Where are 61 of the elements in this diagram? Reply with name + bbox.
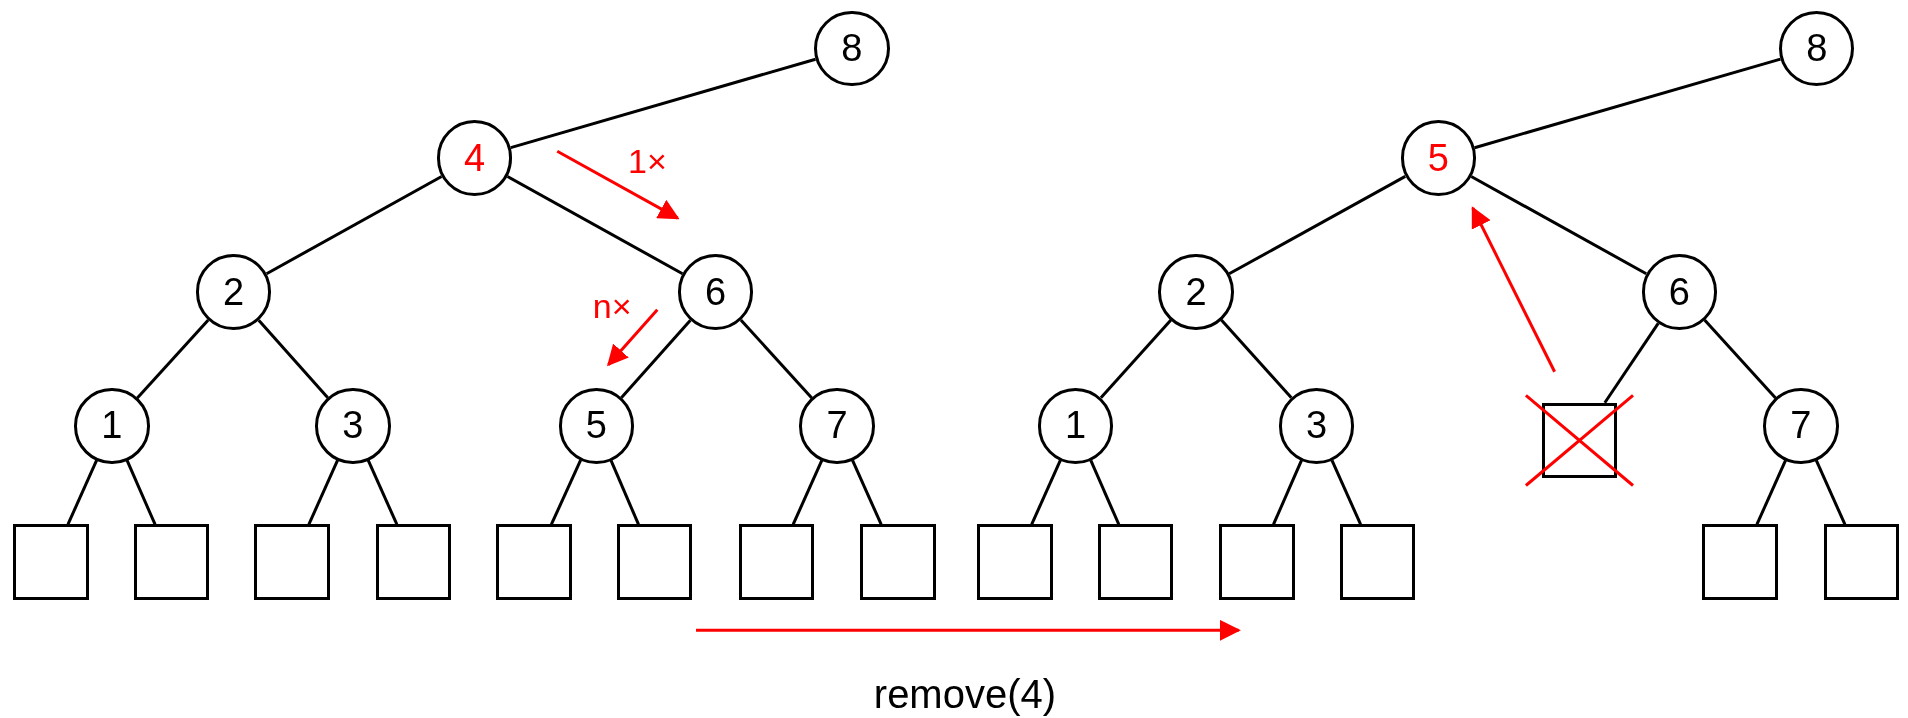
tree-node-circle: 4: [436, 120, 513, 196]
tree-edge: [1814, 459, 1847, 526]
leaf-box: [496, 524, 572, 600]
tree-node-circle: 5: [1400, 120, 1476, 196]
tree-node-circle: 6: [677, 254, 754, 330]
removed-leaf-box: [1541, 402, 1618, 479]
arrow: [556, 149, 680, 220]
tree-edge: [1089, 459, 1121, 526]
tree-edge: [1603, 322, 1660, 404]
leaf-box: [1702, 524, 1778, 600]
tree-node-circle: 7: [1763, 388, 1839, 464]
tree-edge: [125, 459, 157, 526]
arrow: [607, 308, 659, 367]
leaf-box: [616, 524, 693, 600]
tree-node-circle: 6: [1641, 254, 1717, 330]
tree-edge: [1755, 459, 1787, 526]
tree-edge: [66, 459, 98, 526]
tree-edge: [739, 318, 813, 399]
leaf-box: [13, 524, 89, 600]
leaf-box: [133, 524, 210, 600]
tree-node-circle: 8: [814, 10, 890, 87]
leaf-box: [977, 524, 1053, 600]
tree-node-circle: 2: [1158, 254, 1234, 330]
leaf-box: [1339, 524, 1416, 600]
tree-node-circle: 3: [315, 388, 391, 464]
arrow: [1471, 206, 1556, 373]
tree-edge: [1474, 57, 1781, 150]
tree-edge: [366, 459, 399, 526]
tree-edge: [1099, 319, 1173, 399]
tree-edge: [791, 459, 824, 526]
leaf-box: [738, 524, 815, 600]
tree-edge: [1330, 459, 1362, 526]
tree-edge: [1030, 459, 1062, 526]
tree-edge: [1703, 318, 1777, 399]
tree-edge: [609, 459, 640, 526]
leaf-box: [1824, 524, 1900, 600]
leaf-box: [1219, 524, 1295, 600]
tree-edge: [620, 319, 692, 399]
leaf-box: [254, 524, 330, 600]
tree-edge: [1220, 319, 1293, 399]
tree-edge: [257, 319, 329, 399]
tree-node-circle: 3: [1278, 388, 1355, 464]
tree-edge: [265, 175, 443, 276]
tree-node-circle: 2: [195, 254, 272, 330]
leaf-box: [860, 524, 936, 600]
tree-edge: [307, 459, 339, 526]
tree-edge: [510, 57, 816, 150]
leaf-box: [376, 524, 452, 600]
tree-edge: [506, 175, 684, 276]
leaf-box: [1097, 524, 1173, 600]
tree-edge: [136, 318, 210, 399]
tree-edge: [1470, 175, 1647, 276]
tree-edge: [1228, 175, 1406, 276]
tree-node-circle: 5: [558, 388, 634, 464]
tree-edge: [1272, 459, 1303, 526]
tree-edge: [851, 459, 883, 526]
tree-edge: [550, 459, 582, 526]
tree-node-circle: 7: [799, 388, 875, 464]
tree-node-circle: 1: [1037, 388, 1114, 464]
tree-node-circle: 8: [1779, 10, 1855, 87]
tree-node-circle: 1: [74, 388, 150, 464]
